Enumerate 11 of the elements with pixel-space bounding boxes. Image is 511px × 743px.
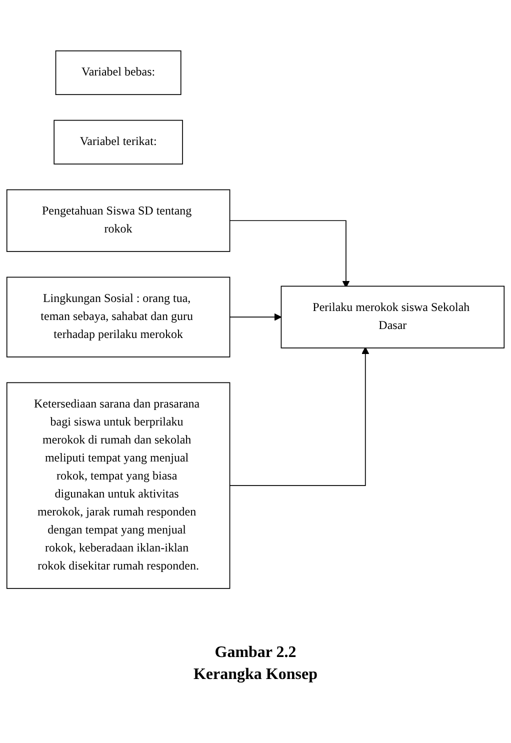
node-box: Variabel bebas:: [55, 50, 182, 96]
arrow: [229, 347, 370, 486]
node-box: Lingkungan Sosial : orang tua, teman sebaya, sahabat dan guru terhadap perilaku merokok: [6, 277, 230, 358]
figure-subtitle: Kerangka Konsep: [192, 666, 318, 684]
node-box: Ketersediaan sarana dan prasarana bagi siswa untuk berprilaku merokok di rumah dan sekolah meliputi tempat yang menjual rokok, tempat yang biasa digunakan untuk aktivitas merokok, jarak rumah responden dengan tempat yang menjual rokok, keberadaan iklan-iklan rokok disekitar rumah responden.: [6, 382, 230, 590]
arrow: [229, 314, 282, 322]
figure-caption: Gambar 2.2: [214, 644, 298, 662]
node-box: Pengetahuan Siswa SD tentang rokok: [6, 190, 230, 252]
arrow: [229, 220, 350, 288]
node-box: Perilaku merokok siswa Sekolah Dasar: [280, 286, 505, 349]
node-box: Variabel terikat:: [54, 120, 183, 165]
